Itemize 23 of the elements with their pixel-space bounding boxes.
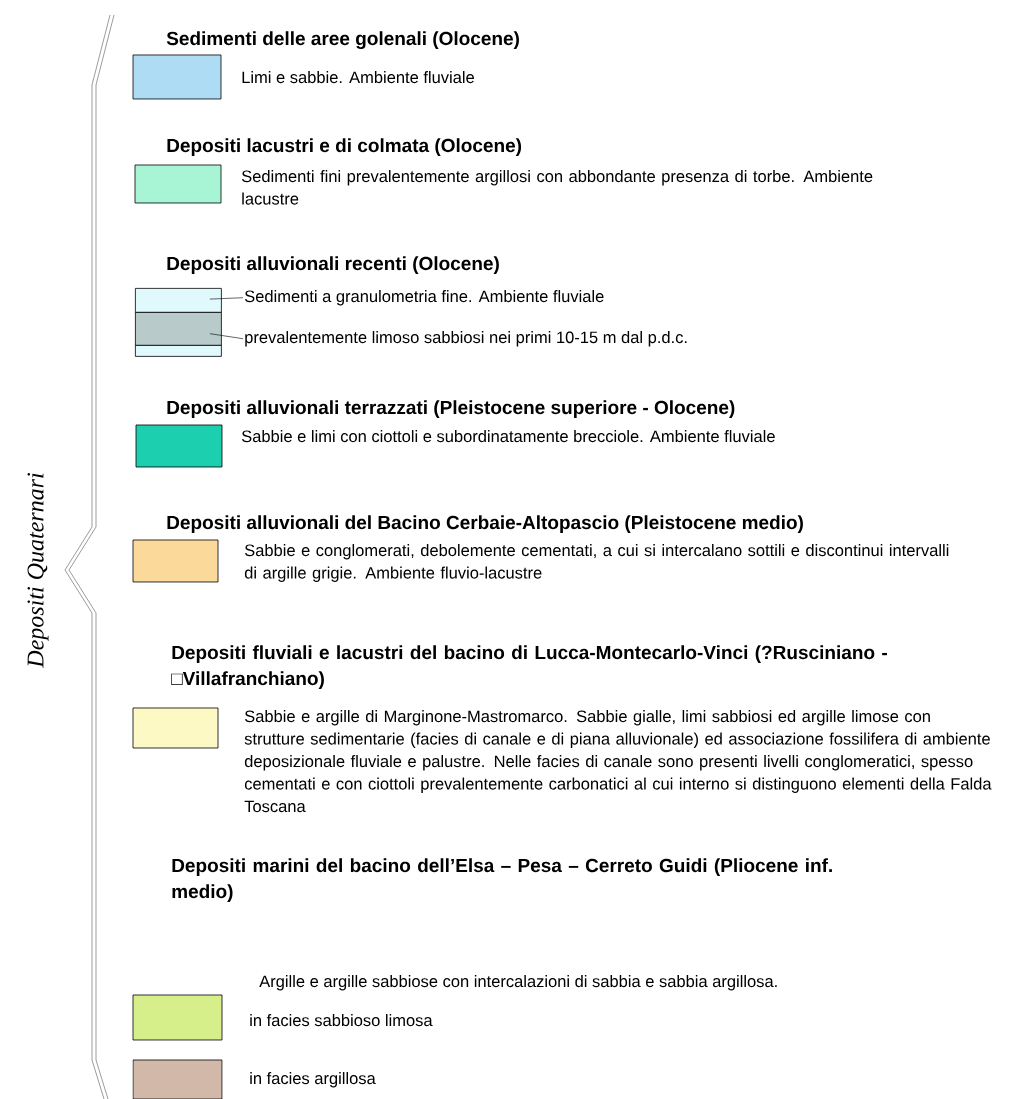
legend-text: in facies sabbioso limosa	[250, 1014, 433, 1027]
legend-text: Limi e sabbie. Ambiente fluviale	[242, 71, 474, 84]
swatch-band	[135, 345, 222, 357]
section-heading: Depositi fluviali e lacustri del bacino di Lucca-Montecarlo-Vinci (?Rusciniano -□Villafranchiano)	[171, 645, 887, 689]
swatch-band	[135, 312, 222, 346]
leader-line	[209, 333, 244, 340]
section-heading: Sedimenti delle aree golenali (Olocene)	[166, 31, 519, 49]
legend-text: in facies argillosa	[250, 1072, 376, 1088]
legend-text: Sabbie e limi con ciottoli e subordinatamente brecciole. Ambiente fluviale	[241, 430, 775, 443]
section-heading: Depositi alluvionali del Bacino Cerbaie-Altopascio (Pleistocene medio)	[167, 515, 803, 533]
leader-line	[209, 297, 244, 300]
section-heading: Depositi lacustri e di colmata (Olocene)	[167, 138, 522, 156]
leader-text: Sedimenti a granulometria fine. Ambiente fluviale	[244, 290, 604, 306]
section-heading: Depositi alluvionali terrazzati (Pleistocene superiore - Olocene)	[167, 400, 735, 418]
swatch-band	[135, 288, 222, 313]
legend-text: Sabbie e conglomerati, debolemente cementati, a cui si intercalano sottili e discontinui intervalli di argille grigie. Ambiente fluvio-lacustre	[244, 544, 949, 582]
description-text: Argille e argille sabbiose con intercalazioni di sabbia e sabbia argillosa.	[259, 975, 777, 991]
section-heading: Depositi marini del bacino dell’Elsa – Pesa – Cerreto Guidi (Pliocene inf. medio)	[172, 858, 832, 902]
legend-text: Sabbie e argille di Marginone-Mastromarco. Sabbie gialle, limi sabbiosi ed argille limose con strutture sedimentarie (facies di canale e di piana alluvionale) ed associazione fossilifera di ambiente deposizionale fluviale e palustre. Nelle facies di canale sono presenti livelli conglomeratici, spesso cementati e con ciottoli prevalentemente carbonatici al cui interno si distinguono elementi della Falda Toscana	[244, 710, 992, 813]
legend-text: Sedimenti fini prevalentemente argillosi con abbondante presenza di torbe. Ambiente lacustre	[241, 170, 873, 205]
section-heading: Depositi alluvionali recenti (Olocene)	[167, 256, 499, 274]
bracket-label: Depositi Quaternari	[27, 473, 49, 668]
leader-text: prevalentemente limoso sabbiosi nei primi 10-15 m dal p.d.c.	[245, 331, 687, 347]
